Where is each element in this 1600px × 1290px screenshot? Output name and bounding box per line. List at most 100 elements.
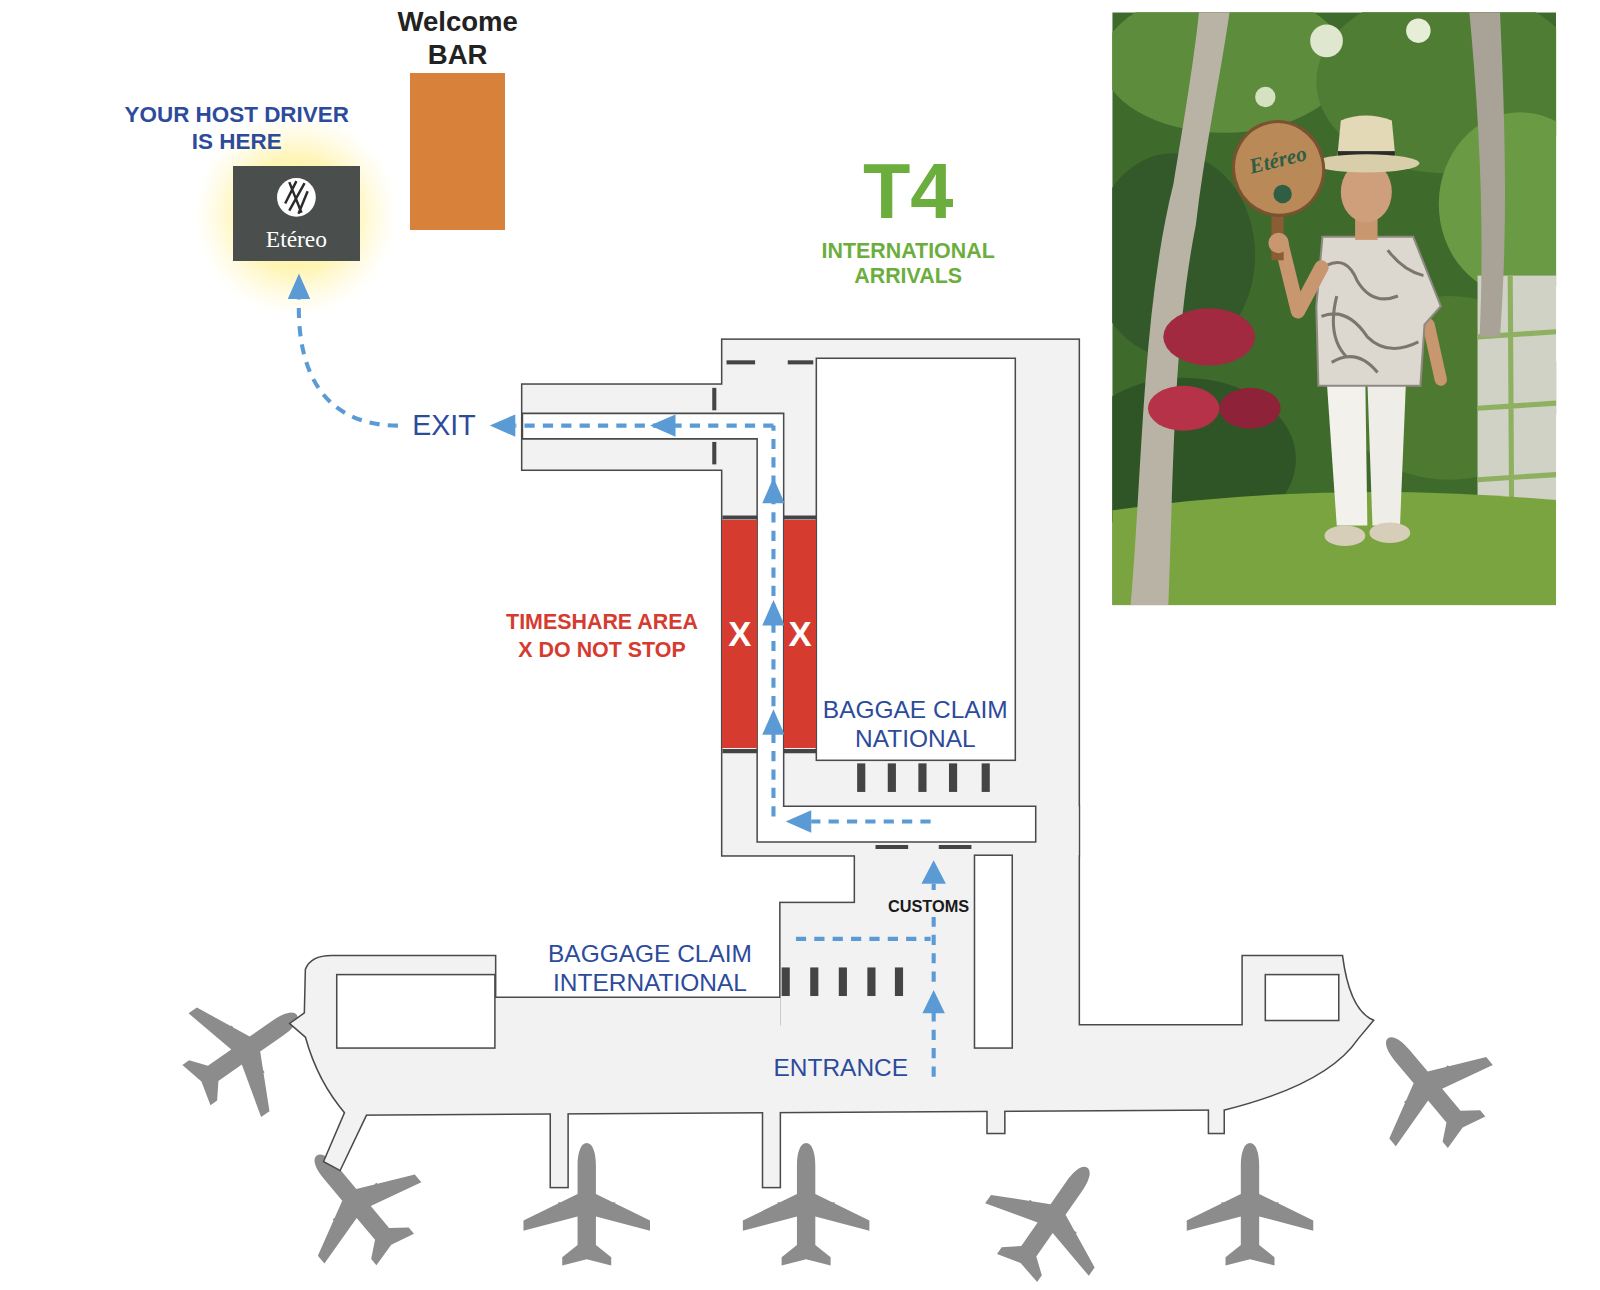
door-mark [712,388,716,410]
inner-room [1265,975,1338,1021]
baggage-belt [839,967,847,996]
route-arrowhead [921,860,945,883]
door-mark [788,360,814,364]
host-photo [1310,25,1343,58]
door-mark [722,515,757,519]
heading-holder: TIMESHARE AREA X DO NOT STOP [497,609,706,665]
bar-box: Welcome BAR [410,73,505,229]
node-text: X [728,615,751,653]
area-label: BAGGAE CLAIM NATIONAL [815,695,1015,754]
host-photo [1163,308,1255,365]
host-photo [1406,18,1430,42]
area-label: BAGGAGE CLAIM INTERNATIONAL [533,939,768,998]
baggage-belt [782,763,990,996]
door-mark [722,749,757,753]
host-photo [1369,523,1410,543]
host-photo [1219,388,1280,429]
baggage-belt [857,763,865,792]
inner-room [337,975,495,1048]
timeshare-band: TIMESHARE AREA X DO NOT STOPX [722,520,757,748]
route-line [932,1010,936,1076]
host-photo [1469,12,1505,336]
label-holder: CUSTOMS [878,897,980,917]
host-photo [1321,250,1423,372]
host-photo [1148,386,1219,431]
host-photo [1268,233,1288,253]
terminal-wall [291,340,1373,1187]
route-arrowhead [922,990,944,1013]
airplanes [965,1131,1139,1290]
host-photo [1313,154,1419,172]
door-mark [939,845,972,849]
node-heading: Welcome BAR [389,5,527,71]
door-mark [876,845,909,849]
brand-logo-mark [276,177,317,218]
route-arrowhead [650,414,676,436]
route-arrowhead [762,600,784,626]
brand-logo [276,177,317,218]
host-photo [1367,378,1406,526]
airplanes [523,1143,650,1265]
label-holder: INTERNATIONAL ARRIVALS [796,239,1020,290]
baggage-belt [895,967,903,996]
checkpoint-label: CUSTOMS [885,897,972,917]
baggage-belt [888,763,896,792]
route-arrowhead [288,274,310,300]
label-holder: Etéreo [1222,149,1334,173]
label-holder: BAGGAGE CLAIM INTERNATIONAL [533,939,768,998]
route-line [796,937,931,941]
baggage-belt [810,967,818,996]
door-mark [727,360,756,364]
route-arrowhead [490,414,516,436]
route-line [515,424,773,428]
brand-logo-disc [277,178,316,217]
terminal-floor [291,340,1373,1187]
host-photo [1316,237,1440,386]
airplanes [268,1115,444,1290]
host-photo [1255,87,1275,107]
timeshare-band: X [784,520,817,748]
host-photo [1282,245,1322,311]
heading-holder: YOUR HOST DRIVER IS HERE [114,102,359,156]
brand-logo-lines [285,181,307,214]
route-arrowhead [288,274,946,1014]
node-text: X [788,615,811,653]
entrance-label: ENTRANCE [773,1053,908,1082]
route-line [299,299,934,1077]
door-mark [784,515,817,519]
route-arrowhead [762,709,784,735]
route-arrowhead [762,478,784,504]
door-mark [784,749,817,753]
terminal-number: T4 [863,153,954,231]
node-text: Etéreo [266,227,327,253]
door-mark [712,442,716,464]
airplanes [1187,1143,1314,1265]
route-line [811,819,930,823]
host-photo [1324,526,1365,546]
host-photo [1112,12,1556,605]
door-mark [714,362,971,847]
node-heading: YOUR HOST DRIVER IS HERE [114,102,359,156]
baggage-belt [982,763,990,792]
host-photo [1327,378,1368,526]
label-holder: EXIT [409,410,501,441]
terminal-subtitle: INTERNATIONAL ARRIVALS [796,239,1020,290]
exit-label: EXIT [409,410,479,441]
host-photo [1112,492,1556,605]
route-line [299,299,398,426]
host-photo [1224,112,1334,225]
host-sign-box: YOUR HOST DRIVER IS HEREEtéreo [233,166,361,261]
label-holder: ENTRANCE [773,1053,936,1082]
baggage-belt [949,763,957,792]
node-heading: TIMESHARE AREA X DO NOT STOP [497,609,706,665]
baggage-belt [918,763,926,792]
label-holder: BAGGAE CLAIM NATIONAL [815,695,1015,754]
host-photo [1112,12,1347,132]
route-arrowhead [786,810,812,832]
baggage-belt [867,967,875,996]
inner-room [974,855,1012,1048]
baggage-belt [782,967,790,996]
host-photo [1273,185,1291,203]
inner-room [337,358,1339,1048]
